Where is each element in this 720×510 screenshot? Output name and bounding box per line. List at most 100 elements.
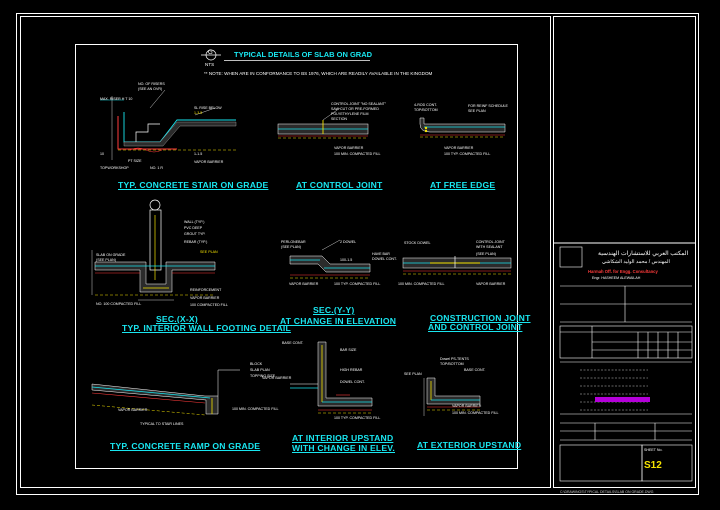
change-elevation-label: 100 TYP. COMPACTED FILL: [334, 282, 381, 286]
exterior-upstand-label: BASE CONT.: [464, 368, 486, 372]
stair-label: NO. OF RISERS: [138, 82, 165, 86]
title-block-sheet-label: SHEET No.: [644, 448, 663, 452]
wall-footing-label: PVC DEEP: [184, 226, 203, 230]
title-block-magenta-field: [595, 397, 650, 402]
wall-footing-label: SLAB ON GRADE: [96, 253, 126, 257]
detail-title-sec-yy: SEC.(Y-Y): [313, 305, 355, 315]
detail-interior-upstand-graphic: [290, 341, 373, 414]
ramp-label: VAPOR BARRIER: [118, 408, 148, 412]
title-block-arabic-engineer: المهندس / محمد الوليد الشكاشي: [602, 259, 670, 265]
sheet-border: [16, 13, 699, 495]
header-number: G: [208, 50, 213, 56]
title-block-field-lines: [580, 369, 648, 411]
detail-construction-joint-graphic: [402, 256, 512, 275]
header-graphics: [201, 49, 370, 61]
ramp-label: SLAB PLAN: [250, 368, 270, 372]
wall-footing-label: NO. 100 COMPACTED FILL: [96, 302, 142, 306]
stair-label: TOPWORKSHOP: [100, 166, 129, 170]
change-elevation-label: HAVE BAR: [372, 252, 390, 256]
stair-label: (SEE AN OVR): [138, 87, 163, 91]
construction-joint-label: STOCK DOWEL: [404, 241, 431, 245]
stair-label: MAX. RISER H T 10: [100, 97, 133, 101]
exterior-upstand-label: Dowel PS-TENTS: [440, 357, 469, 361]
wall-footing-label: REINFORCEMENT: [190, 288, 222, 292]
ramp-label: TYPICAL TO STAIR LINES: [140, 422, 184, 426]
construction-joint-label: 100 MIN. COMPACTED FILL: [398, 282, 445, 286]
wall-footing-label: VAPOR BARRIER: [190, 296, 220, 300]
detail-change-elevation-graphic: [289, 239, 371, 279]
detail-stair-graphic: [100, 89, 237, 160]
title-block-arabic-name: المكتب العربي للاستشارات الهندسية: [598, 251, 689, 257]
exterior-upstand-label: SEE PLAN: [404, 372, 422, 376]
detail-subtitle-change-elevation: AT CHANGE IN ELEVATION: [280, 316, 397, 326]
change-elevation-label: (SEE PLAN): [281, 245, 301, 249]
detail-title-sec-xx: SEC.(X-X): [156, 314, 198, 324]
header-title: TYPICAL DETAILS OF SLAB ON GRAD: [234, 50, 373, 59]
detail-control-joint-graphic: [277, 107, 369, 139]
interior-upstand-label: 100 TYP. COMPACTED FILL: [334, 416, 381, 420]
ramp-label: 100 MIN. COMPACTED FILL: [232, 407, 279, 411]
ramp-label: BLOCK: [250, 362, 263, 366]
stair-label: 10: [100, 152, 104, 156]
exterior-upstand-label: VAPOR BARRIER: [452, 404, 482, 408]
change-elevation-label: PERLONEBAR: [281, 240, 306, 244]
detail-title-exterior-upstand: AT EXTERIOR UPSTAND: [417, 440, 522, 450]
control-joint-label: POLYETHYLENE FILM: [331, 112, 369, 116]
free-edge-label: SEE PLAN: [468, 109, 486, 113]
interior-upstand-label: BAR SIZE: [340, 348, 357, 352]
title-block-graphics: [559, 246, 693, 482]
wall-footing-label: REBAR (TYP.): [184, 240, 208, 244]
control-joint-label: SECTION: [331, 117, 347, 121]
header-scale: NTS: [205, 62, 215, 67]
detail-wall-footing-graphic: [91, 199, 216, 301]
detail-title-free-edge: AT FREE EDGE: [430, 180, 496, 190]
detail-subtitle-wall-footing: TYP. INTERIOR WALL FOOTING DETAIL: [122, 323, 291, 333]
stair-label: NO. 1 R: [150, 166, 163, 170]
free-edge-label: 4-ROD CONT.: [414, 103, 437, 107]
detail-title-stair: TYP. CONCRETE STAIR ON GRADE: [118, 180, 269, 190]
wall-footing-label: SEE PLAN: [200, 250, 218, 254]
control-joint-label: CONTROL JOINT "NO SEALANT": [331, 102, 387, 106]
interior-upstand-label: VAPOR BARRIER: [262, 376, 292, 380]
title-block-firm-name: Harmah Off. for Engg. Consultancy: [588, 269, 658, 274]
stair-label: SL RISE BELOW: [194, 106, 222, 110]
control-joint-label: 100 MIN. COMPACTED FILL: [334, 152, 381, 156]
change-elevation-label: 100-1.5: [340, 258, 353, 262]
sheet-number: S12: [644, 460, 662, 471]
title-block-engineer: Engr. HASHEEM ALEWAILAH: [592, 276, 641, 280]
stair-label: 1-1.5: [194, 152, 203, 156]
wall-footing-label: (SEE PLAN): [96, 258, 116, 262]
detail-title-ramp: TYP. CONCRETE RAMP ON GRADE: [110, 441, 261, 451]
detail-ramp-graphic: [91, 369, 240, 416]
exterior-upstand-label: TOP/BOTTOM: [440, 362, 464, 366]
wall-footing-label: WALL (TYP.): [184, 220, 205, 224]
detail-exterior-upstand-graphic: [423, 377, 481, 416]
wall-footing-label: GROUT TYP.: [184, 232, 206, 236]
free-edge-label: VAPOR BARRIER: [444, 146, 474, 150]
wall-footing-label: 100 COMPACTED FILL: [190, 303, 228, 307]
detail-title-interior-upstand: AT INTERIOR UPSTAND: [292, 433, 394, 443]
free-edge-label: FOR REINF SCHEDULE: [468, 104, 508, 108]
interior-upstand-label: DOWEL CONT.: [340, 380, 365, 384]
file-path-footer: C:\DRAWINGS\TYPICAL DETAILS\SLAB ON GRAD…: [560, 490, 654, 494]
header-note: ** NOTE: WHEN ARE IN CONFORMANCE TO BS 1…: [204, 71, 433, 76]
detail-subtitle-control-joint: AND CONTROL JOINT: [428, 322, 523, 332]
stair-label: VAPOR BARRIER: [194, 160, 224, 164]
construction-joint-label: VAPOR BARRIER: [476, 282, 506, 286]
control-joint-label: VAPOR BARRIER: [334, 146, 364, 150]
free-edge-label: 100 TYP. COMPACTED FILL: [444, 152, 491, 156]
stair-label: 1-3.5: [194, 111, 203, 115]
detail-title-control-joint: AT CONTROL JOINT: [296, 180, 383, 190]
change-elevation-label: VAPOR BARRIER: [289, 282, 319, 286]
ramp-label: TOPPING SIZE: [250, 374, 276, 378]
stair-label: PT SIZE: [128, 159, 142, 163]
detail-free-edge-graphic: [419, 117, 506, 138]
construction-joint-label: (SEE PLAN): [476, 252, 496, 256]
interior-upstand-label: HIGH REBAR: [340, 368, 363, 372]
construction-joint-label: CONTROL JOINT: [476, 240, 505, 244]
exterior-upstand-label: 100 MIN. COMPACTED FILL: [452, 411, 499, 415]
change-elevation-label: DOWEL CONT.: [372, 257, 397, 261]
construction-joint-label: WITH SEALANT: [476, 245, 503, 249]
